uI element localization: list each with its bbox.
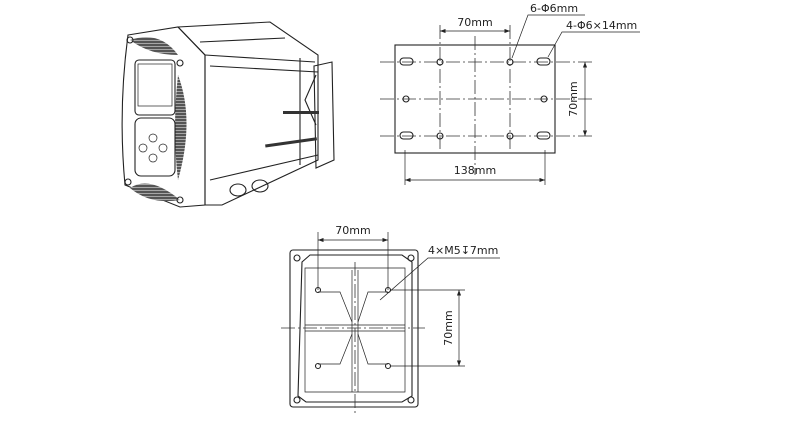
slot-spec-label: 4-Φ6×14mm [566,19,637,32]
display-screen [134,59,176,116]
plate-height-spacing-label: 70mm [567,81,580,116]
rear-width-spacing-label: 70mm [335,224,370,237]
thread-spec-label: 4×M5↧7mm [428,244,498,257]
keypad-buttons [138,133,168,163]
mounting-holes [399,57,551,140]
plate-overall-width-label: 138mm [454,164,496,177]
mounting-bracket [313,61,335,169]
vent-slot [283,111,319,114]
vent-slot [265,137,318,148]
rear-view: 70mm 70mm 4×M5↧7mm [281,224,500,415]
hole-spec-label: 6-Φ6mm [530,2,578,15]
mounting-plate-view: 70mm 138mm 70mm 6-Φ6mm 4-Φ6×14mm [380,2,640,185]
rear-height-spacing-label: 70mm [442,310,455,345]
corner-screws [293,254,415,404]
front-bezel [121,26,206,208]
cable-glands [229,179,269,197]
plate-width-spacing-label: 70mm [457,16,492,29]
device-isometric-view [121,21,335,208]
keypad [134,117,176,177]
rear-outline [289,249,419,408]
